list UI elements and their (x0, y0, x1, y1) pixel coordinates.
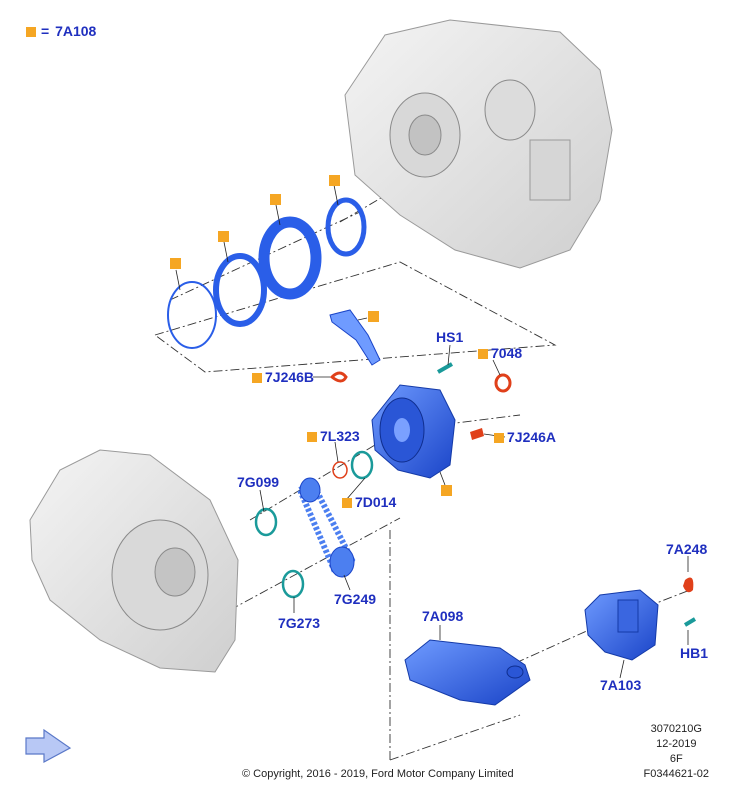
marker-square-icon (170, 258, 181, 269)
legend-part-number: 7A108 (55, 23, 97, 39)
figure-date: 12-2019 (656, 738, 697, 750)
legend-equals: = (41, 23, 50, 39)
label-7048[interactable]: 7048 (478, 345, 522, 361)
next-arrow-icon[interactable] (24, 728, 74, 764)
small-parts (254, 362, 697, 627)
copyright-notice: © Copyright, 2016 - 2019, Ford Motor Com… (242, 768, 514, 780)
label-hs1[interactable]: HS1 (436, 329, 464, 345)
drive-chain (296, 477, 356, 579)
marker-square-icon (26, 27, 36, 38)
label-7g249[interactable]: 7G249 (334, 591, 377, 607)
label-7j246b[interactable]: 7J246B (252, 369, 314, 385)
label-7j246a[interactable]: 7J246A (494, 429, 556, 445)
label-7g273[interactable]: 7G273 (278, 615, 321, 631)
marker-square-icon (441, 485, 452, 496)
leader-lines (175, 184, 689, 679)
label-7a103[interactable]: 7A103 (600, 677, 642, 693)
figure-variant: 6F (669, 753, 683, 765)
figure-code: 3070210G (650, 723, 702, 735)
figure-id: F0344621-02 (643, 768, 709, 780)
label-7d014[interactable]: 7D014 (342, 494, 396, 510)
transmission-case-upper (344, 19, 613, 269)
marker-square-icon (270, 194, 281, 205)
pump-assembly (329, 309, 456, 479)
label-7g099[interactable]: 7G099 (237, 474, 280, 490)
oil-filter-pan (404, 639, 531, 706)
label-7l323[interactable]: 7L323 (307, 428, 360, 444)
marker-square-icon (218, 231, 229, 242)
label-7a248[interactable]: 7A248 (666, 541, 708, 557)
bell-housing-lower (29, 449, 239, 673)
seal-rings (167, 197, 367, 349)
marker-square-icon (329, 175, 340, 186)
figure-metadata: 3070210G 12-2019 6F F0344621-02 (644, 722, 709, 782)
marker-square-icon (368, 311, 379, 322)
legend: = 7A108 (26, 23, 96, 39)
label-7a098[interactable]: 7A098 (422, 608, 464, 624)
valve-body (584, 589, 659, 661)
label-hb1[interactable]: HB1 (680, 645, 709, 661)
